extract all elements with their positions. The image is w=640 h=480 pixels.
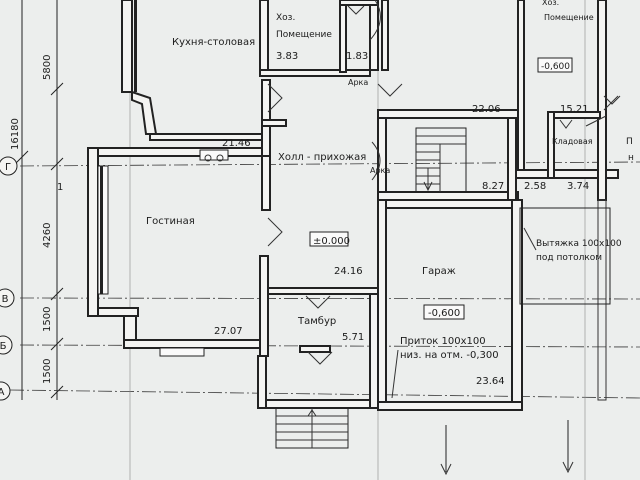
room-closet: Кладовая — [552, 137, 593, 146]
area-hall-top: 22.06 — [472, 104, 501, 115]
label-arch-2: Арка — [370, 166, 390, 175]
axis-g-label: Г — [5, 162, 11, 173]
area-right-top: 15.21 — [560, 104, 589, 115]
level-zero: ±0.000 — [313, 236, 350, 247]
level-garage: -0,600 — [428, 308, 460, 319]
dimension-column — [15, 0, 64, 400]
axis-b-label: Б — [0, 341, 7, 352]
area-closet: 3.74 — [567, 181, 589, 192]
section-arrows — [440, 420, 574, 476]
leader-closet — [585, 115, 607, 127]
leader-right — [603, 95, 619, 111]
vent-supply-2: низ. на отм. -0,300 — [400, 350, 499, 361]
area-garage: 23.64 — [476, 376, 505, 387]
axis-line-v — [19, 297, 640, 300]
area-storage-left: 3.83 — [276, 51, 298, 62]
area-kitchen-small: 1.83 — [346, 51, 368, 62]
right-edge-label-1: П — [626, 137, 633, 147]
room-hall: Холл - прихожая — [278, 152, 366, 163]
walls — [87, 0, 619, 411]
leader-exhaust — [523, 227, 537, 251]
axis-v-label: В — [2, 294, 9, 305]
area-living: 27.07 — [214, 326, 243, 337]
room-storage-left-1: Хоз. — [276, 13, 295, 23]
area-living-top: 21.46 — [222, 138, 251, 149]
axis-bubble-a: А — [0, 381, 11, 401]
level-box-zero — [309, 231, 349, 247]
right-edge-label-2: н — [628, 153, 634, 163]
axis-line-g — [19, 161, 640, 167]
area-hall: 24.16 — [334, 266, 363, 277]
dimension-mark-1: 1 — [57, 182, 63, 193]
dimension-1500-lower: 1500 — [42, 359, 53, 384]
level-box-garage — [423, 304, 465, 320]
dimension-4260: 4260 — [42, 223, 53, 248]
dimension-16180: 16180 — [10, 118, 21, 150]
room-garage: Гараж — [422, 266, 456, 277]
vent-exhaust-1: Вытяжка 100x100 — [536, 239, 622, 249]
axis-a-label: А — [0, 387, 5, 398]
room-living: Гостиная — [146, 216, 195, 227]
dimension-1500-upper: 1500 — [42, 307, 53, 332]
axis-bubble-v: В — [0, 288, 15, 308]
leader-supply — [391, 349, 399, 399]
label-arch-1: Арка — [348, 78, 368, 87]
area-vestibule: 5.71 — [342, 332, 364, 343]
room-storage-left-2: Помещение — [276, 30, 332, 40]
axis-bubble-b: Б — [0, 335, 13, 355]
room-storage-right-1: Хоз. — [542, 0, 559, 7]
area-stair: 8.27 — [482, 181, 504, 192]
room-storage-right-2: Помещение — [544, 13, 594, 22]
axis-bubble-g: Г — [0, 156, 18, 176]
axis-line-a — [9, 389, 640, 399]
level-box-right — [537, 57, 573, 73]
vent-exhaust-2: под потолком — [536, 253, 602, 263]
area-corridor: 2.58 — [524, 181, 546, 192]
level-right: -0,600 — [541, 62, 570, 72]
dimension-5800: 5800 — [42, 55, 53, 80]
room-vestibule: Тамбур — [297, 316, 336, 327]
vent-supply-1: Приток 100x100 — [400, 336, 486, 347]
staircase — [415, 127, 467, 193]
entrance-steps — [275, 407, 349, 449]
room-kitchen: Кухня-столовая — [172, 37, 255, 48]
doors — [199, 0, 621, 365]
